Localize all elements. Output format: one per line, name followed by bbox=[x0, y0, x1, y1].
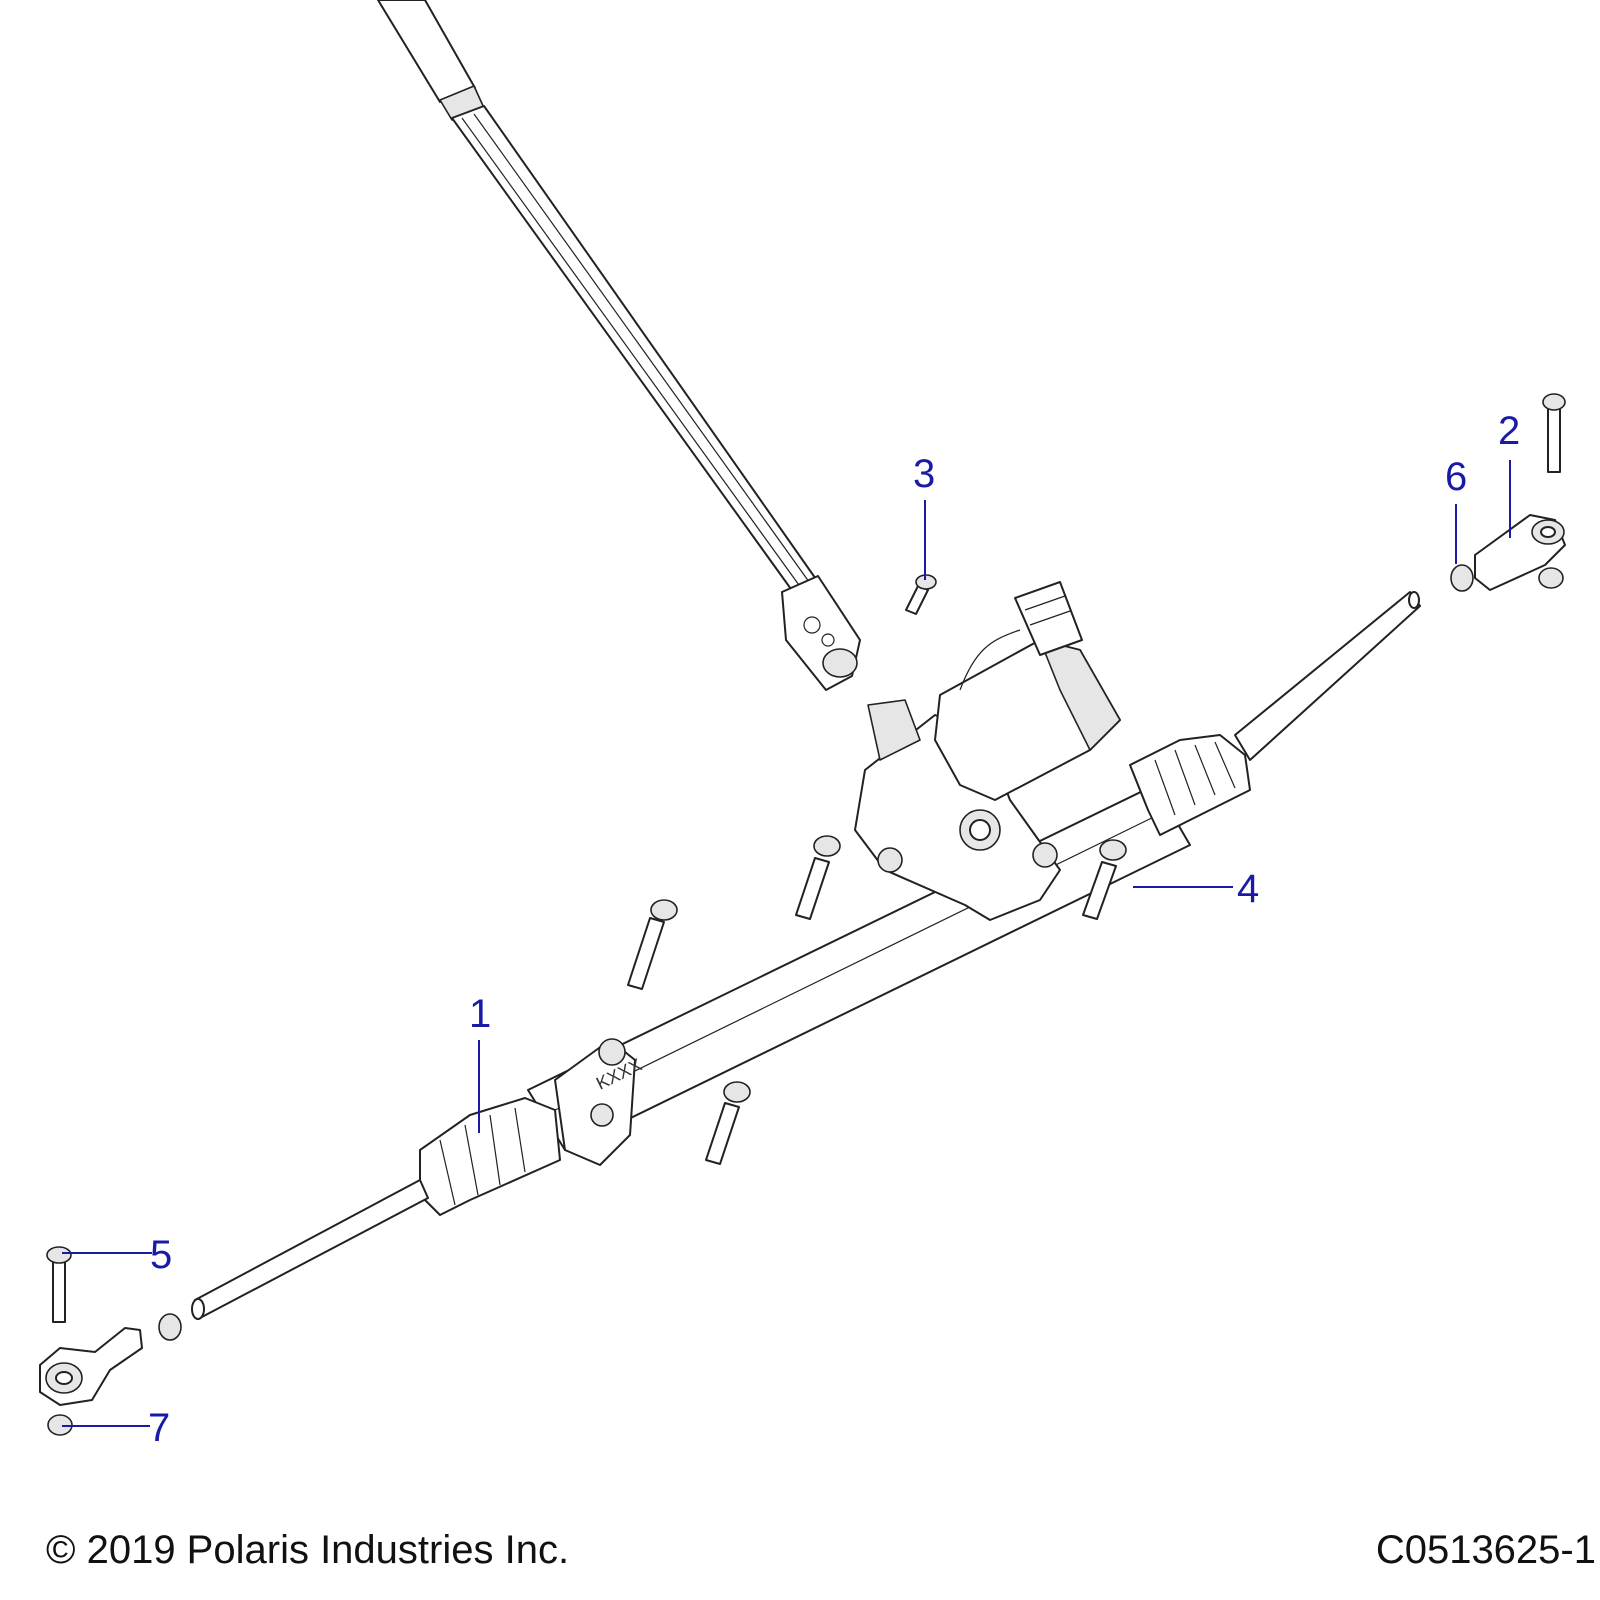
left-tie-rod-inner bbox=[191, 1179, 429, 1320]
bolt-4c bbox=[1082, 839, 1127, 920]
universal-joint bbox=[781, 575, 861, 691]
bolt-4d bbox=[705, 1081, 751, 1165]
bolt-3 bbox=[905, 574, 937, 615]
right-nut bbox=[1538, 567, 1564, 589]
right-tie-rod-inner bbox=[1234, 591, 1421, 761]
right-tie-rod-end bbox=[1474, 514, 1566, 591]
left-boot bbox=[419, 1097, 561, 1216]
left-tie-rod-end bbox=[39, 1327, 143, 1406]
right-bolt-2 bbox=[1542, 393, 1566, 473]
left-jam-nut bbox=[158, 1313, 182, 1341]
gear-housing bbox=[854, 699, 1061, 921]
bolt-4b bbox=[795, 835, 841, 920]
callout-5: 5 bbox=[150, 1233, 172, 1277]
callout-1: 1 bbox=[469, 992, 491, 1036]
figure-code: C0513625-1 bbox=[1375, 1528, 1596, 1572]
left-bolt-5 bbox=[46, 1246, 72, 1323]
callout-3: 3 bbox=[913, 452, 935, 496]
copyright-notice: © 2019 Polaris Industries Inc. bbox=[46, 1528, 570, 1572]
rack-housing: KXXX bbox=[527, 784, 1191, 1166]
bolt-4a bbox=[627, 899, 678, 990]
right-boot bbox=[1129, 734, 1251, 836]
callouts: 1 2 3 4 5 6 7 bbox=[148, 409, 1520, 1450]
callout-6: 6 bbox=[1445, 455, 1467, 499]
mounting-bolts bbox=[627, 835, 1127, 1165]
steering-shaft bbox=[377, 0, 819, 597]
callout-7: 7 bbox=[148, 1406, 170, 1450]
callout-2: 2 bbox=[1498, 409, 1520, 453]
right-jam-nut bbox=[1450, 564, 1474, 592]
electric-motor bbox=[934, 581, 1121, 801]
callout-4: 4 bbox=[1237, 867, 1259, 911]
leader-lines bbox=[62, 460, 1511, 1427]
